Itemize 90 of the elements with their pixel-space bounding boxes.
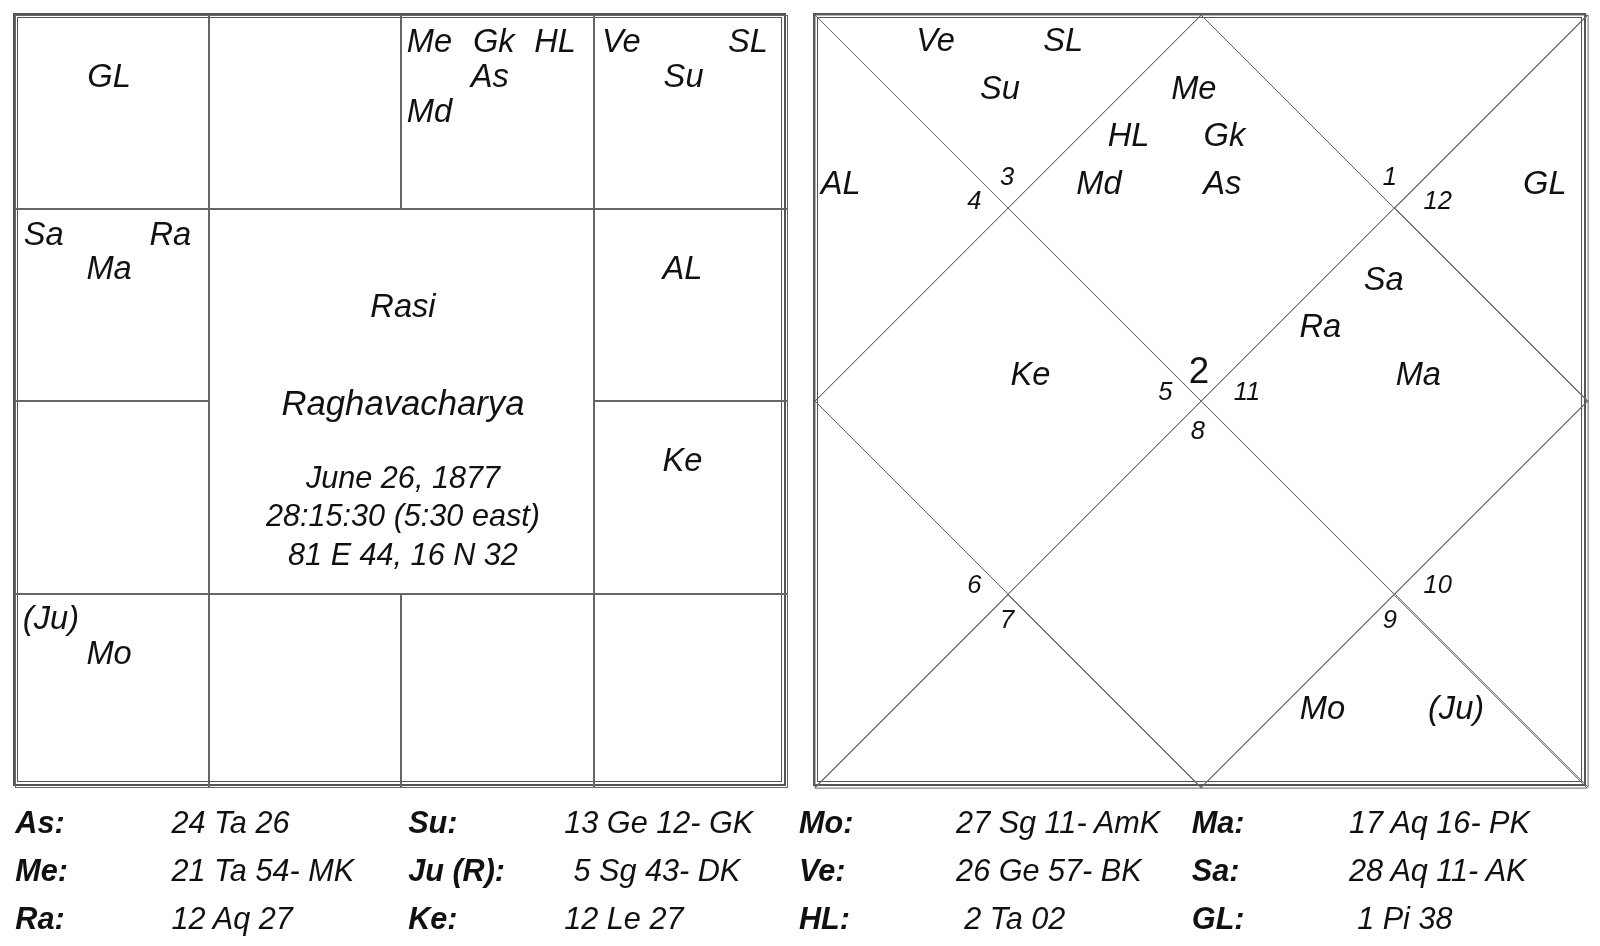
planet-position: 2 Ta 02: [964, 903, 1066, 934]
planet-name: GL:: [1191, 903, 1245, 934]
planet-label: Ra: [1299, 310, 1342, 343]
planet-name: Ra:: [15, 903, 65, 934]
house-number: 12: [1423, 188, 1452, 214]
planet-label: Ra: [149, 217, 192, 250]
house-number: 7: [1000, 607, 1015, 634]
planet-label: AL: [662, 251, 703, 285]
house-cell: [15, 593, 210, 788]
planet-label: HL: [534, 24, 576, 58]
planet-label: Ke: [1010, 358, 1051, 391]
planet-label: SL: [727, 24, 768, 58]
planet-label: Sa: [23, 217, 64, 250]
house-cell: [209, 15, 401, 210]
planet-label: Md: [1076, 166, 1122, 199]
planet-position: 5 Sg 43- DK: [573, 855, 741, 886]
planet-name: Ke:: [408, 903, 458, 934]
planet-position: 12 Aq 27: [171, 903, 293, 934]
planet-label: Md: [406, 94, 453, 128]
planet-label: (Ju): [22, 601, 80, 635]
planet-name: Ma:: [1191, 807, 1245, 838]
planet-label: GL: [1523, 166, 1567, 199]
planet-position: 26 Ge 57- BK: [956, 855, 1142, 886]
planet-position: 17 Aq 16- PK: [1348, 807, 1530, 838]
planet-label: Gk: [472, 24, 515, 58]
planet-label: Ve: [916, 23, 955, 57]
planet-label: Ke: [662, 443, 703, 477]
planet-name: Me:: [15, 855, 68, 886]
planet-label: SL: [1043, 23, 1084, 57]
planet-label: Mo: [1299, 691, 1346, 725]
house-cell: [593, 209, 788, 401]
planet-name: Su:: [408, 807, 458, 838]
planet-label: Me: [406, 24, 453, 58]
planet-label: Mo: [86, 636, 132, 670]
house-cell: [400, 15, 594, 210]
house-cell: [593, 593, 788, 788]
house-cell: [15, 209, 210, 401]
chart-frame: [13, 13, 786, 786]
planet-label: (Ju): [1427, 691, 1485, 725]
house-cell: [593, 400, 788, 594]
planet-label: Ma: [1395, 358, 1441, 391]
planet-name: HL:: [798, 903, 850, 934]
house-cell: [400, 593, 594, 788]
planet-label: Me: [1171, 71, 1217, 104]
house-cell: [15, 15, 210, 210]
house-cell: [15, 400, 210, 594]
house-number: 8: [1190, 417, 1205, 444]
house-number: 1: [1382, 164, 1397, 191]
birth-time: 28:15:30 (5:30 east): [266, 499, 540, 531]
planet-position: 12 Le 27: [564, 903, 684, 934]
house-triangle: [1201, 594, 1588, 788]
house-number: 6: [967, 571, 982, 598]
planet-label: Ve: [601, 24, 641, 58]
planet-label: As: [1203, 166, 1242, 199]
planet-label: As: [470, 60, 509, 93]
house-triangle: [815, 594, 1202, 788]
person-name: Raghavacharya: [281, 385, 525, 421]
planet-name: Mo:: [798, 807, 854, 838]
birth-coordinates: 81 E 44, 16 N 32: [288, 538, 518, 570]
birth-date: June 26, 1877: [305, 462, 500, 493]
house-number: 5: [1158, 379, 1173, 405]
planet-name: Sa:: [1191, 855, 1240, 886]
house-number: 4: [967, 188, 982, 214]
house-cell: [209, 593, 401, 788]
planet-label: Su: [663, 60, 704, 93]
planet-position: 1 Pi 38: [1357, 903, 1453, 934]
planet-label: Ma: [86, 251, 132, 285]
planet-position: 27 Sg 11- AmK: [956, 807, 1161, 838]
planet-position: 28 Aq 11- AK: [1348, 855, 1527, 886]
planet-position: 24 Ta 26: [171, 807, 290, 838]
planet-label: HL: [1107, 118, 1150, 151]
planet-label: GL: [87, 60, 131, 93]
chart-frame: [813, 13, 1586, 786]
chart-center-panel: [209, 209, 594, 594]
house-number: 10: [1423, 571, 1452, 598]
planet-label: Gk: [1203, 118, 1246, 151]
planet-position: 13 Ge 12- GK: [564, 807, 754, 838]
planet-position: 21 Ta 54- MK: [171, 855, 355, 886]
house-number: 3: [1000, 164, 1015, 191]
planet-label: Su: [979, 71, 1020, 104]
house-number: 9: [1382, 607, 1397, 634]
planet-label: AL: [820, 166, 861, 199]
house-cell: [593, 15, 788, 210]
chart-title: Rasi: [370, 289, 436, 323]
planet-name: Ve:: [798, 855, 846, 886]
house-number: 11: [1233, 379, 1261, 405]
house-number: 2: [1188, 353, 1210, 390]
planet-label: Sa: [1363, 262, 1404, 295]
planet-name: As:: [15, 807, 65, 838]
planet-name: Ju (R):: [408, 855, 506, 886]
